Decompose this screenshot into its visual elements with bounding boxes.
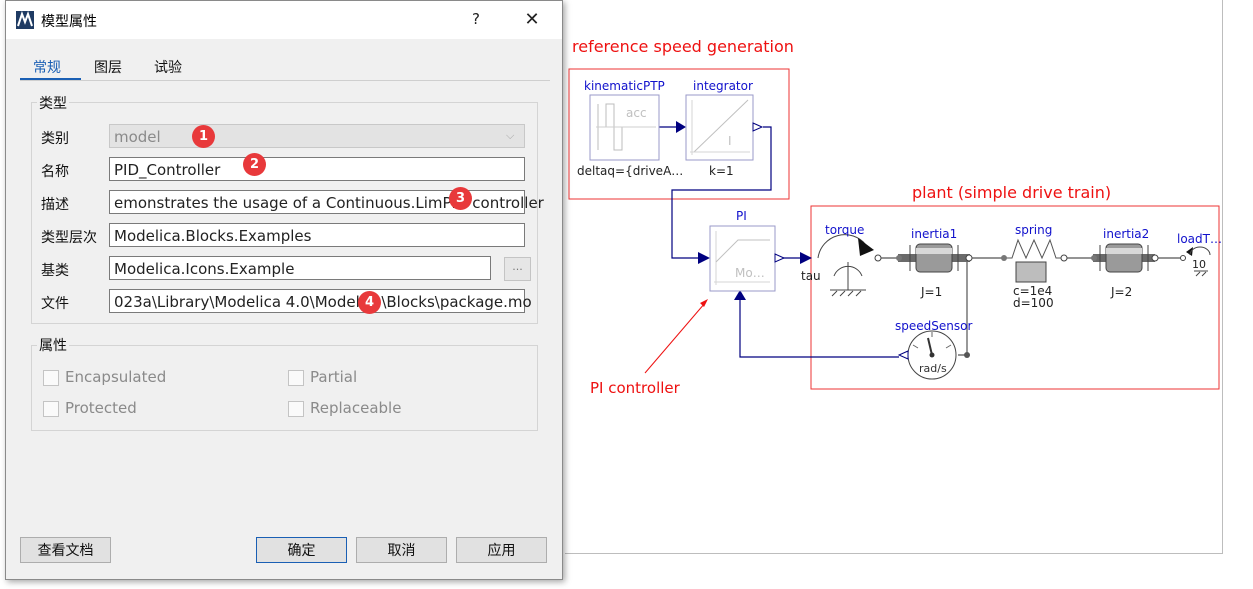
diagram-canvas[interactable] — [565, 0, 1223, 554]
spring-block[interactable] — [1001, 238, 1068, 283]
plant-annotation: plant (simple drive train) — [912, 183, 1111, 202]
apply-button[interactable]: 应用 — [456, 537, 547, 563]
torque-port-label: tau — [801, 269, 821, 283]
arrow-to-torque — [800, 252, 812, 264]
arrow-to-pi — [698, 252, 710, 264]
load-param: 10 — [1192, 258, 1206, 271]
dialog-titlebar[interactable]: 模型属性 ? ✕ — [6, 1, 562, 39]
annotation-badge-1: 1 — [192, 125, 215, 148]
kinematicptp-name: kinematicPTP — [584, 79, 665, 93]
pi-annotation: PI controller — [590, 379, 681, 397]
help-button[interactable]: ? — [472, 10, 480, 28]
inertia2-name: inertia2 — [1103, 227, 1149, 241]
speedsensor-block[interactable]: rad/s — [897, 330, 957, 380]
signal-connections — [659, 126, 899, 358]
tab-experiment[interactable]: 试验 — [154, 60, 182, 76]
type-group — [31, 102, 538, 324]
kinematicptp-icon-text: acc — [626, 106, 647, 120]
name-input[interactable]: PID_Controller — [109, 157, 525, 181]
annotation-badge-2: 2 — [243, 153, 266, 176]
cancel-button[interactable]: 取消 — [356, 537, 447, 563]
category-label: 类别 — [41, 131, 69, 147]
view-docs-button[interactable]: 查看文档 — [20, 537, 111, 563]
ok-button[interactable]: 确定 — [256, 537, 347, 563]
inertia1-name: inertia1 — [911, 227, 957, 241]
reference-frame — [568, 68, 790, 200]
encapsulated-checkbox[interactable] — [43, 370, 59, 386]
file-input[interactable]: 023a\Library\Modelica 4.0\Modelica\Block… — [109, 289, 532, 313]
tab-divider — [20, 80, 550, 81]
pi-name: PI — [736, 209, 747, 223]
close-button[interactable]: ✕ — [524, 9, 540, 30]
spring-param1: c=1e4 — [1013, 284, 1052, 298]
speedsensor-unit: rad/s — [919, 362, 947, 375]
replaceable-checkbox[interactable] — [288, 401, 304, 417]
speedsensor-name: speedSensor — [895, 319, 972, 333]
name-label: 名称 — [41, 164, 69, 180]
kinematicptp-block[interactable]: acc — [589, 94, 660, 161]
category-combobox[interactable]: model — [109, 124, 525, 148]
integrator-param: k=1 — [709, 164, 734, 178]
arrow-to-integrator — [676, 121, 686, 133]
app-logo-icon — [16, 11, 34, 29]
pi-block[interactable]: Mo… — [709, 225, 786, 292]
reference-annotation: reference speed generation — [572, 37, 794, 56]
torque-block[interactable] — [817, 234, 882, 297]
inertia1-param: J=1 — [920, 285, 942, 299]
plant-frame — [810, 205, 1220, 390]
load-name: loadT… — [1177, 232, 1222, 246]
encapsulated-label: Encapsulated — [65, 368, 167, 386]
integrator-block[interactable]: I — [685, 94, 764, 161]
inertia2-param: J=2 — [1110, 285, 1132, 299]
active-tab-indicator — [20, 78, 81, 80]
pi-icon-text: Mo… — [735, 266, 765, 280]
base-class-input[interactable]: Modelica.Icons.Example — [109, 256, 491, 280]
pi-arrow — [644, 302, 706, 374]
description-label: 描述 — [41, 197, 69, 213]
base-class-label: 基类 — [41, 263, 69, 279]
integrator-name: integrator — [693, 79, 753, 93]
model-properties-dialog[interactable]: 模型属性 ? ✕ 常规 图层 试验 类型 类别 model ⌵ 名称 PID_C… — [5, 0, 563, 580]
torque-name: torque — [825, 223, 864, 237]
partial-checkbox[interactable] — [288, 370, 304, 386]
tab-layers[interactable]: 图层 — [94, 60, 122, 76]
annotation-badge-3: 3 — [449, 187, 472, 210]
type-group-title: 类型 — [37, 93, 69, 113]
inertia2-block[interactable] — [1091, 243, 1159, 273]
dialog-title: 模型属性 — [41, 14, 97, 30]
protected-checkbox[interactable] — [43, 401, 59, 417]
hierarchy-input[interactable]: Modelica.Blocks.Examples — [109, 223, 525, 247]
hierarchy-label: 类型层次 — [41, 230, 97, 246]
replaceable-label: Replaceable — [310, 399, 402, 417]
kinematicptp-param: deltaq={driveA… — [577, 164, 683, 178]
chevron-down-icon[interactable]: ⌵ — [506, 129, 515, 142]
attributes-group — [31, 345, 538, 431]
browse-button[interactable]: ... — [504, 257, 531, 281]
protected-label: Protected — [65, 399, 137, 417]
inertia1-block[interactable] — [896, 243, 973, 273]
tab-general[interactable]: 常规 — [33, 60, 61, 76]
attributes-group-title: 属性 — [37, 335, 69, 355]
partial-label: Partial — [310, 368, 358, 386]
spring-name: spring — [1015, 223, 1052, 237]
arrow-to-pi-feedback — [734, 290, 746, 300]
spring-param2: d=100 — [1013, 296, 1054, 310]
integrator-icon-text: I — [728, 134, 732, 148]
annotation-badge-4: 4 — [358, 291, 381, 314]
pi-arrowhead — [700, 299, 708, 307]
file-label: 文件 — [41, 296, 69, 312]
load-torque-block[interactable] — [1180, 246, 1211, 277]
